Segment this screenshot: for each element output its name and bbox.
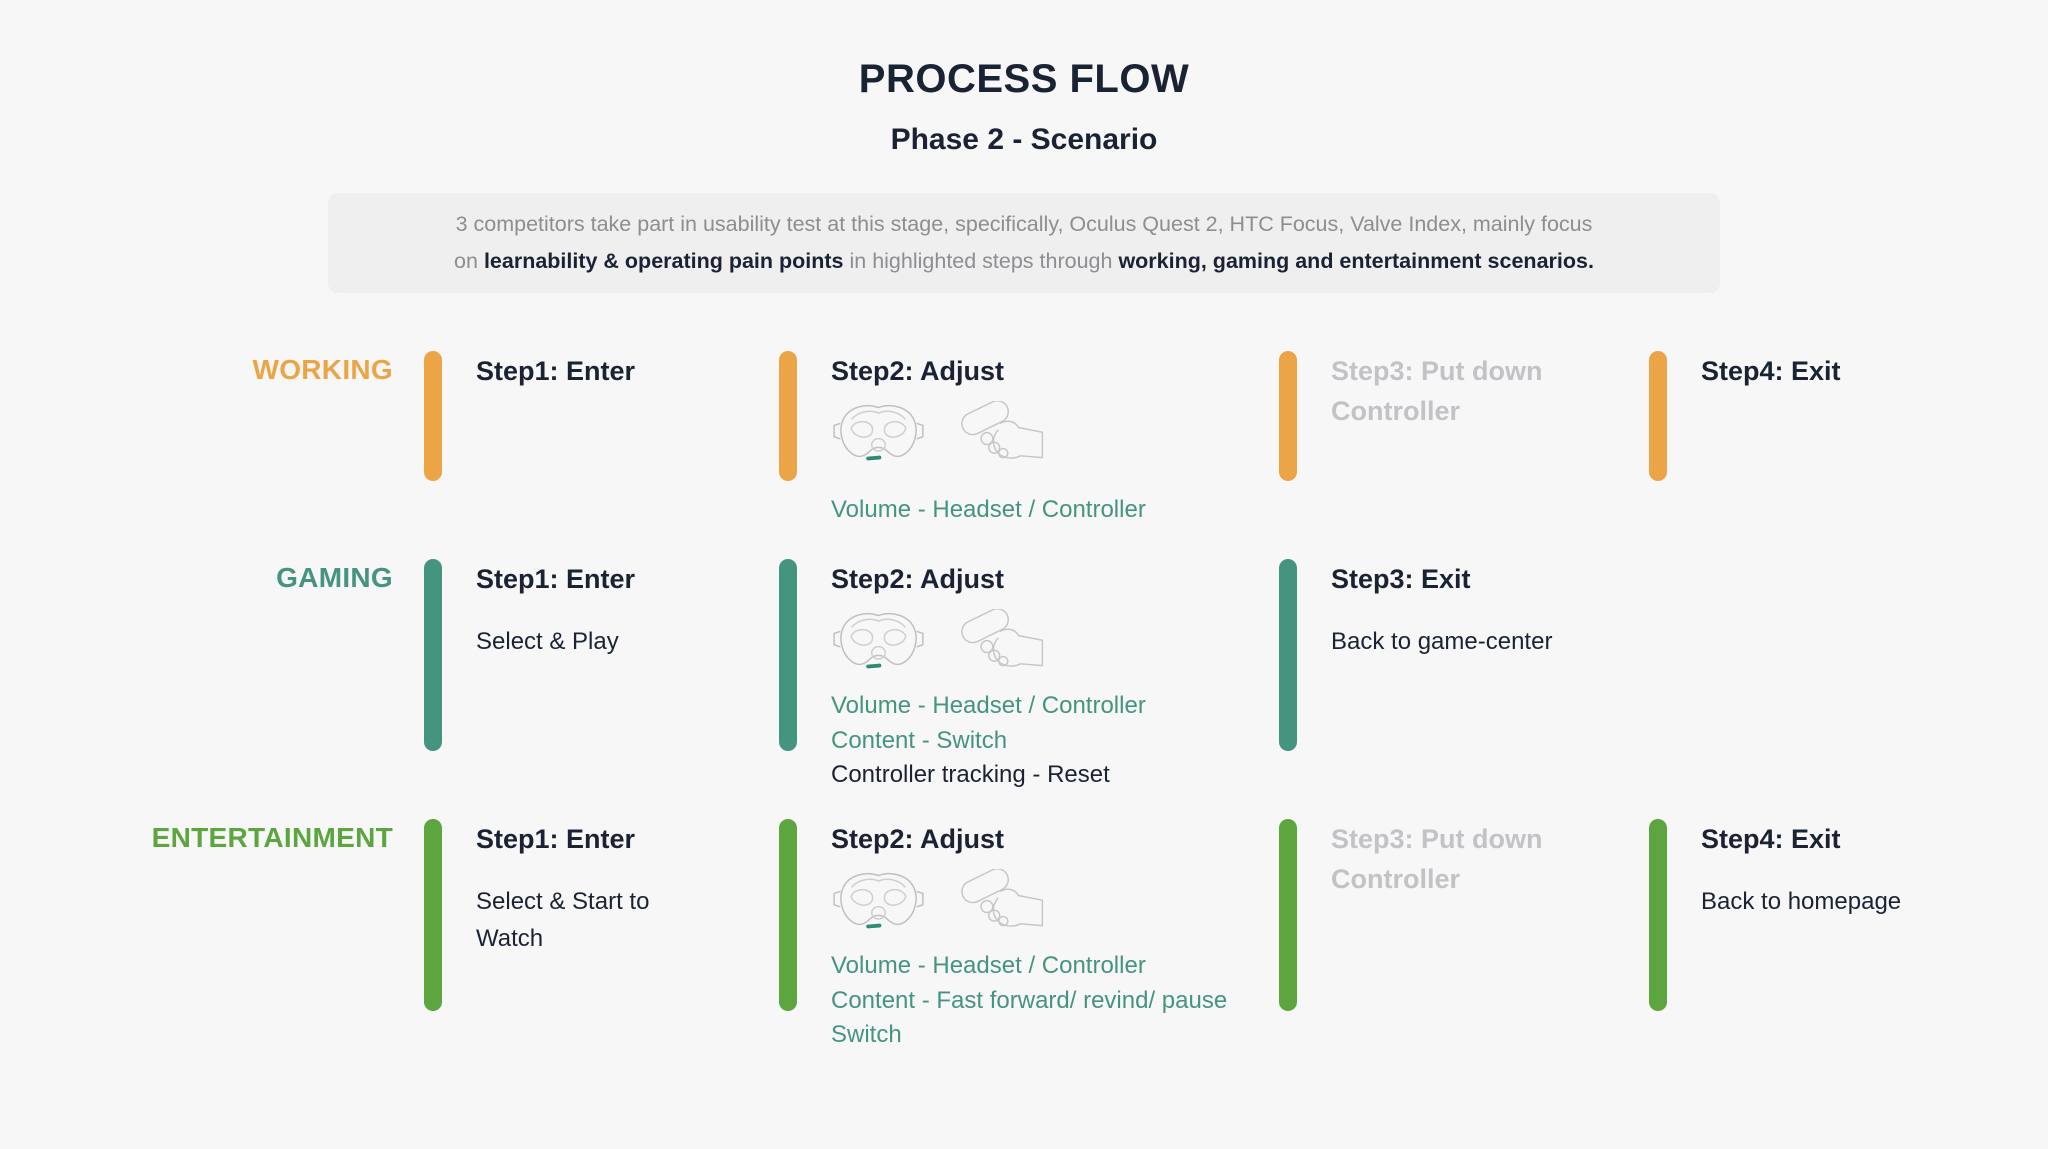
step-bar xyxy=(424,559,442,751)
step-bar xyxy=(424,351,442,481)
step-detail-dark: Controller tracking - Reset xyxy=(831,761,1110,788)
row-label-working: WORKING xyxy=(252,354,393,385)
step-subtitle: Back to game-center xyxy=(1331,628,1553,655)
step-subtitle: Select & Start to Watch xyxy=(476,888,650,952)
description-text: on xyxy=(454,249,484,273)
step-cell: Step1: Enter Select & Start to Watch xyxy=(393,819,748,1011)
step-subtitle: Back to homepage xyxy=(1701,888,1902,915)
description-line-2: on learnability & operating pain points … xyxy=(358,243,1690,280)
step-cell: Step2: Adjust xyxy=(748,819,1248,1053)
step-title: Step2: Adjust xyxy=(831,356,1005,386)
row-label-gaming: GAMING xyxy=(276,562,393,593)
step-title: Step3: Put down Controller xyxy=(1331,824,1543,894)
step-subtitle: Select & Play xyxy=(476,628,619,655)
step-detail-line: Content - Switch xyxy=(831,726,1008,754)
hand-controller-icon xyxy=(961,609,1044,667)
step-detail-line: Volume - Headset / Controller xyxy=(831,692,1146,719)
page-subtitle: Phase 2 - Scenario xyxy=(890,123,1158,156)
step-title: Step3: Exit xyxy=(1331,564,1471,594)
step-bar xyxy=(1649,351,1667,481)
step-cell: Step1: Enter Select & Play xyxy=(393,559,748,751)
hand-controller-icon xyxy=(961,869,1044,927)
step-bar xyxy=(1649,819,1667,1011)
description-highlight: working, gaming and entertainment scenar… xyxy=(1118,249,1594,273)
vr-headset-icon xyxy=(833,872,924,929)
step-bar xyxy=(1279,351,1297,481)
row-label-entertainment: ENTERTAINMENT xyxy=(151,822,393,853)
step-detail-line: Volume - Headset / Controller xyxy=(831,952,1146,979)
step-bar xyxy=(1279,559,1297,751)
step-detail-teal: Volume - Headset / Controller Content - … xyxy=(831,949,1231,1053)
step-cell: Step3: Put down Controller xyxy=(1248,819,1618,1011)
description-highlight: learnability & operating pain points xyxy=(483,249,844,273)
step-cell: Step4: Exit xyxy=(1618,351,2048,481)
step-title: Step1: Enter xyxy=(476,356,636,386)
step-bar xyxy=(424,819,442,1011)
step-title: Step2: Adjust xyxy=(831,564,1005,594)
process-flow-rows: WORKING Step1: Enter Step2: Adjust xyxy=(0,351,2048,1053)
step-detail-line: Volume - Headset / Controller xyxy=(831,496,1146,523)
step-icons xyxy=(831,863,1248,935)
scenario-row-gaming: GAMING Step1: Enter Select & Play Step2:… xyxy=(0,559,2048,819)
step-detail-line: Content - Fast forward/ revind/ pause Sw… xyxy=(831,986,1228,1049)
step-cell: Step2: Adjust xyxy=(748,559,1248,793)
step-cell: Step3: Exit Back to game-center xyxy=(1248,559,1618,751)
step-title: Step3: Put down Controller xyxy=(1331,356,1543,426)
step-bar xyxy=(779,351,797,481)
description-line-1: 3 competitors take part in usability tes… xyxy=(455,212,1593,236)
step-title: Step2: Adjust xyxy=(831,824,1005,854)
step-title: Step4: Exit xyxy=(1701,824,1841,854)
step-detail-teal: Volume - Headset / Controller Content - … xyxy=(831,689,1231,758)
step-cell: Step3: Put down Controller xyxy=(1248,351,1618,481)
vr-headset-icon xyxy=(833,612,924,669)
step-bar xyxy=(779,559,797,751)
step-icons xyxy=(831,395,1248,467)
step-detail-teal: Volume - Headset / Controller xyxy=(831,493,1231,528)
scenario-row-working: WORKING Step1: Enter Step2: Adjust xyxy=(0,351,2048,559)
description-box: 3 competitors take part in usability tes… xyxy=(328,193,1720,293)
step-cell: Step1: Enter xyxy=(393,351,748,481)
description-text: in highlighted steps through xyxy=(843,249,1119,273)
step-bar xyxy=(1279,819,1297,1011)
vr-headset-icon xyxy=(833,404,924,461)
step-title: Step1: Enter xyxy=(476,564,636,594)
step-bar xyxy=(779,819,797,1011)
step-title: Step4: Exit xyxy=(1701,356,1841,386)
page-title: PROCESS FLOW xyxy=(858,57,1190,101)
step-icons xyxy=(831,603,1248,675)
step-title: Step1: Enter xyxy=(476,824,636,854)
step-cell: Step2: Adjust xyxy=(748,351,1248,528)
page-header: PROCESS FLOW Phase 2 - Scenario xyxy=(0,0,2048,157)
hand-controller-icon xyxy=(961,401,1044,459)
step-cell: Step4: Exit Back to homepage xyxy=(1618,819,2048,1011)
scenario-row-entertainment: ENTERTAINMENT Step1: Enter Select & Star… xyxy=(0,819,2048,1053)
